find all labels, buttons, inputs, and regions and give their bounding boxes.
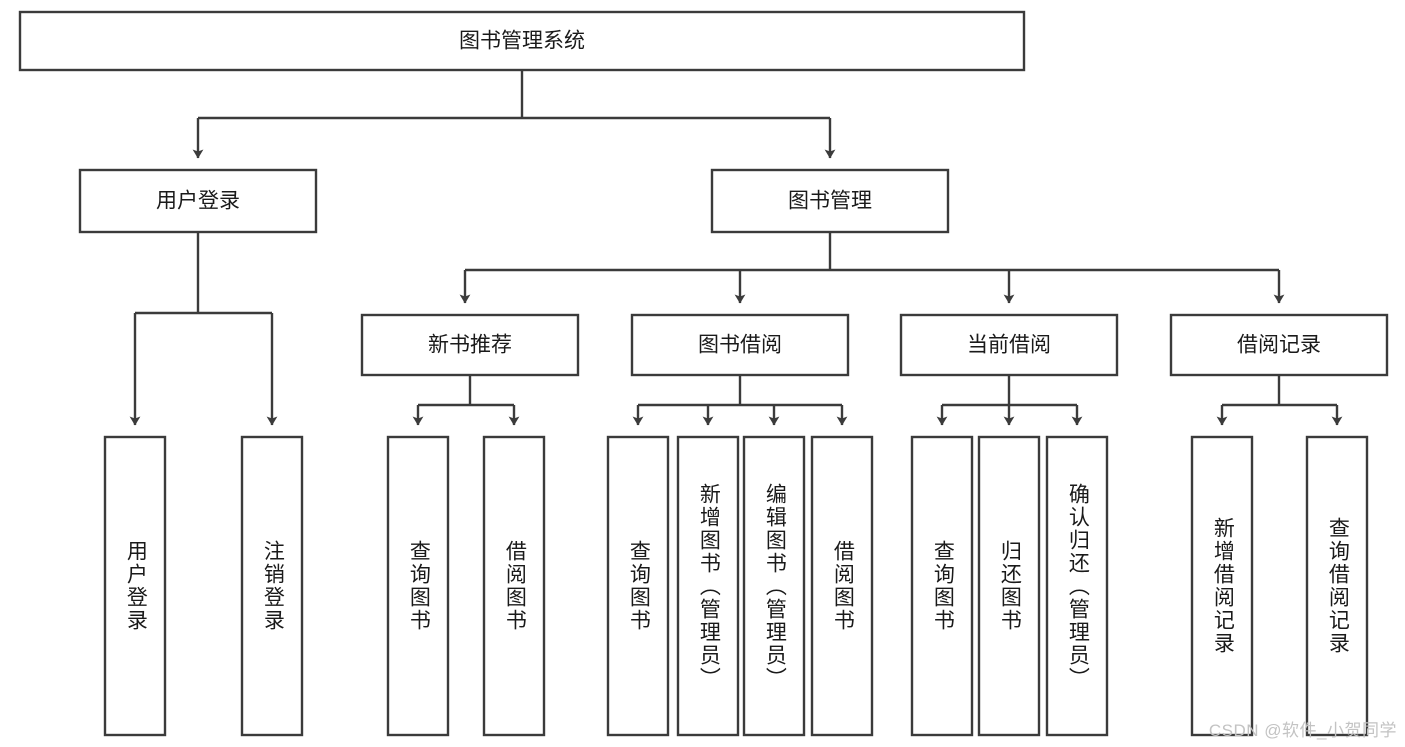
leaf-box-book-borrow-1[interactable] — [606, 435, 670, 737]
node-book-borrow[interactable]: 图书借阅 — [630, 313, 850, 377]
node-label-borrow-record: 借阅记录 — [1237, 334, 1321, 357]
node-box-book-borrow[interactable] — [630, 313, 850, 377]
leaf-box-user-login-2[interactable] — [240, 435, 304, 737]
node-label-new-book-recommend: 新书推荐 — [428, 334, 512, 357]
leaf-boxes-current-borrow — [910, 435, 1109, 737]
node-book-manage[interactable]: 图书管理 — [710, 168, 950, 234]
leaf-box-new-book-2[interactable] — [482, 435, 546, 737]
leaf-boxes-book-borrow — [606, 435, 874, 737]
leaf-boxes-new-book-recommend — [386, 435, 546, 737]
node-current-borrow[interactable]: 当前借阅 — [899, 313, 1119, 377]
connector-group-book-manage-to-level3 — [459, 232, 1285, 304]
leaf-box-current-borrow-2[interactable] — [977, 435, 1041, 737]
node-label-current-borrow: 当前借阅 — [967, 334, 1051, 357]
leaf-box-book-borrow-4[interactable] — [810, 435, 874, 737]
connector-group-new-book-recommend-to-leaves — [412, 375, 520, 426]
leaf-boxes-borrow-record — [1190, 435, 1369, 737]
node-user-login[interactable]: 用户登录 — [78, 168, 318, 234]
node-box-book-manage[interactable] — [710, 168, 950, 234]
leaf-box-new-book-1[interactable] — [386, 435, 450, 737]
node-box-root[interactable] — [18, 10, 1026, 72]
node-label-root: 图书管理系统 — [459, 30, 585, 53]
leaf-box-user-login-1[interactable] — [103, 435, 167, 737]
csdn-watermark: CSDN @软件_小贺同学 — [1208, 721, 1397, 740]
leaf-box-current-borrow-3[interactable] — [1045, 435, 1109, 737]
node-borrow-record[interactable]: 借阅记录 — [1169, 313, 1389, 377]
leaf-box-book-borrow-2[interactable] — [676, 435, 740, 737]
leaf-box-borrow-record-2[interactable] — [1305, 435, 1369, 737]
leaf-box-book-borrow-3[interactable] — [742, 435, 806, 737]
connector-group-current-borrow-to-leaves — [936, 375, 1083, 426]
leaf-box-current-borrow-1[interactable] — [910, 435, 974, 737]
node-box-new-book-recommend[interactable] — [360, 313, 580, 377]
node-box-user-login[interactable] — [78, 168, 318, 234]
node-label-book-manage: 图书管理 — [788, 190, 872, 213]
connector-group-borrow-record-to-leaves — [1216, 375, 1343, 426]
connector-group-root-to-level2 — [192, 70, 836, 159]
leaf-box-borrow-record-1[interactable] — [1190, 435, 1254, 737]
node-new-book-recommend[interactable]: 新书推荐 — [360, 313, 580, 377]
node-box-current-borrow[interactable] — [899, 313, 1119, 377]
connector-group-user-login-to-leaves — [129, 232, 278, 426]
node-root-system[interactable]: 图书管理系统 — [18, 10, 1026, 72]
node-label-book-borrow: 图书借阅 — [698, 334, 782, 357]
node-label-user-login: 用户登录 — [156, 190, 240, 213]
leaf-boxes-user-login — [103, 435, 304, 737]
node-box-borrow-record[interactable] — [1169, 313, 1389, 377]
connector-group-book-borrow-to-leaves — [632, 375, 848, 426]
